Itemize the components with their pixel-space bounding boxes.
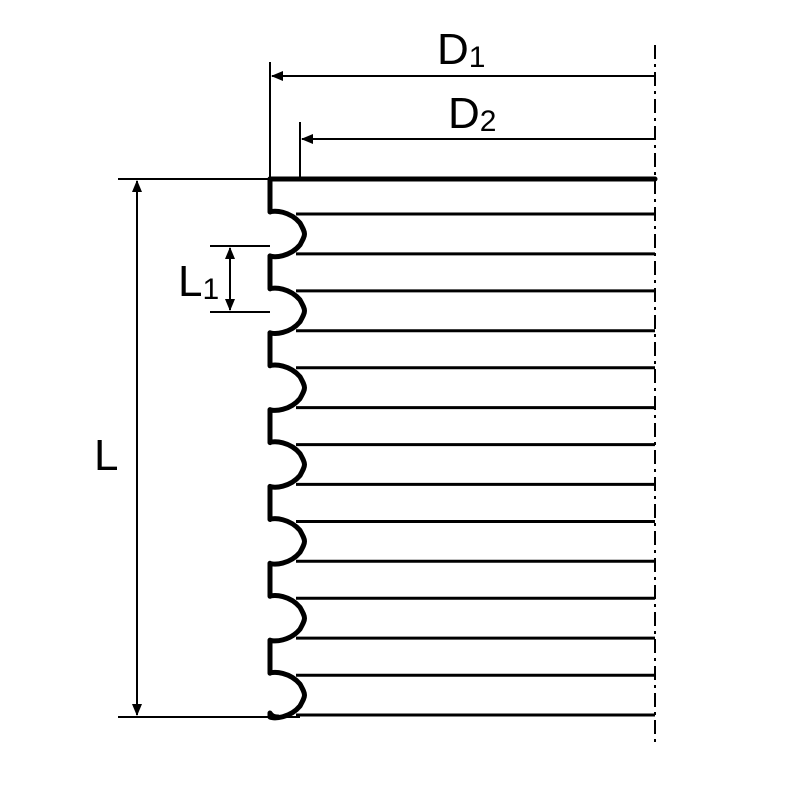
d2-label: D2 (448, 89, 496, 138)
length-label: L (94, 431, 118, 480)
d1-dimension: D1 (269, 25, 654, 178)
pitch-dimension: L1 (178, 245, 270, 313)
d2-dimension: D2 (299, 89, 654, 178)
corrugated-pipe-wall (267, 176, 307, 721)
pitch-label: L1 (178, 257, 219, 306)
d1-label: D1 (437, 25, 485, 74)
corrugation-rib-lines (296, 212, 655, 717)
length-dimension: L (94, 178, 300, 718)
